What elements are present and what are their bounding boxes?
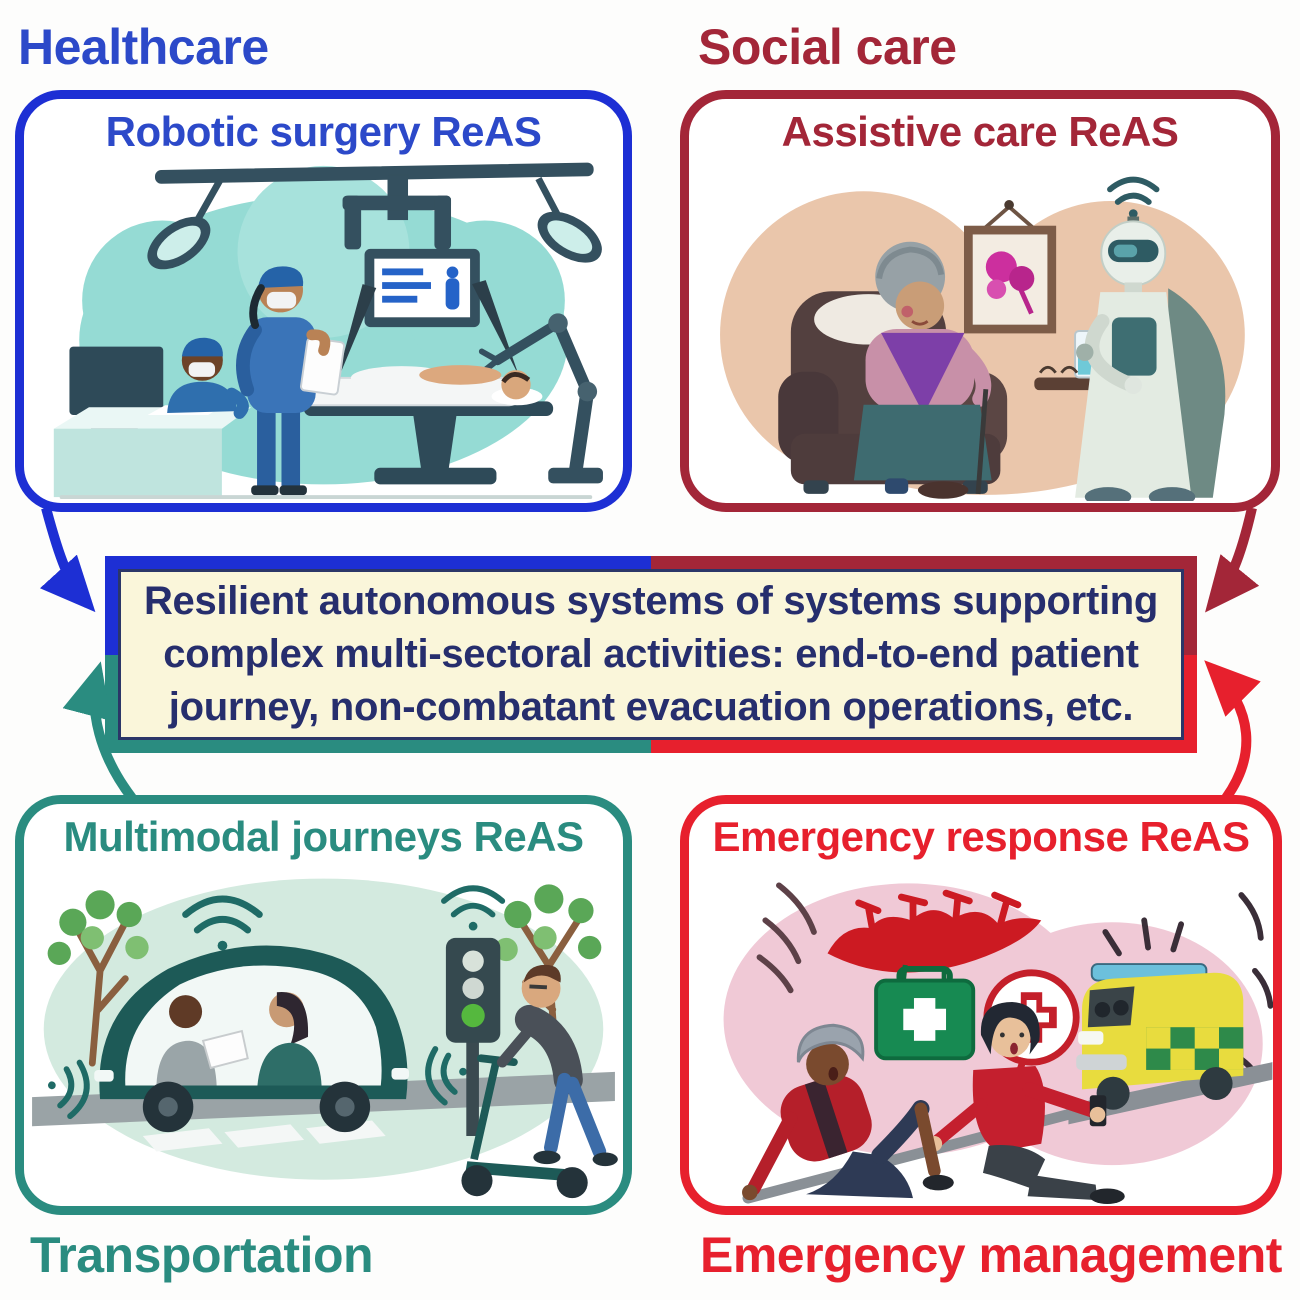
e-scooter-rider: [461, 964, 618, 1199]
scooter-stem: [470, 1059, 501, 1161]
battenburg-pattern: [1146, 1027, 1244, 1070]
crosswalk: [142, 1120, 386, 1152]
arrow-emergency-to-center: [1204, 660, 1261, 801]
multimodal-journeys-box: Multimodal journeys ReAS: [15, 795, 632, 1215]
center-border-top-left: [105, 556, 651, 569]
center-text-line-2: complex multi-sectoral activities: end-t…: [163, 631, 1139, 676]
helper-with-phone: [926, 1001, 1125, 1204]
drone-rotors: [855, 889, 1022, 932]
flash-lines: [1102, 892, 1273, 1083]
drone-body: [827, 910, 1042, 973]
control-console: [53, 346, 252, 498]
assistive-care-illustration: [720, 176, 1245, 501]
ambulance: [1068, 892, 1273, 1125]
center-border-right-bottom: [1184, 654, 1197, 753]
robotic-surgery-box: Robotic surgery ReAS: [15, 90, 632, 512]
bicycle-helmet: [796, 1023, 865, 1063]
wifi-icon: [47, 1059, 90, 1120]
healthcare-label: Healthcare: [18, 19, 269, 75]
bob-haircut: [980, 1001, 1040, 1055]
center-summary-text: Resilient autonomous systems of systems …: [118, 569, 1184, 740]
care-robot: [1075, 176, 1226, 501]
book: [201, 1029, 249, 1070]
wifi-icon: [1107, 176, 1160, 218]
cyclist-shorts: [806, 1151, 913, 1199]
medical-cross-icon: [903, 998, 947, 1041]
center-border-bottom-left: [105, 740, 651, 753]
motion-lines: [756, 882, 817, 994]
windshield: [1087, 986, 1135, 1028]
wifi-icon: [441, 885, 506, 931]
surgical-light-icon: [537, 211, 602, 263]
surgeon-with-clipboard: [236, 266, 346, 496]
center-border-left-bottom: [105, 654, 118, 753]
console-operator: [167, 337, 249, 419]
headlight: [1078, 1031, 1104, 1045]
kneeling-legs: [982, 1145, 1098, 1201]
emergency-response-illustration: [723, 882, 1273, 1204]
floor-line: [59, 495, 593, 500]
injured-cyclist: [742, 1023, 954, 1201]
rider-legs: [544, 1072, 607, 1159]
walking-cane: [975, 388, 989, 495]
center-text-line-3: journey, non-combatant evacuation operat…: [168, 685, 1134, 730]
green-light: [461, 1003, 485, 1028]
elderly-woman: [853, 241, 992, 499]
ceiling-rig: [147, 162, 602, 270]
center-summary-box: Resilient autonomous systems of systems …: [105, 556, 1197, 753]
tree: [47, 890, 149, 1067]
center-border-right-top: [1184, 556, 1197, 655]
social-care-label: Social care: [698, 19, 957, 75]
car-passengers: [156, 991, 322, 1086]
wifi-icon: [182, 895, 263, 951]
patient: [295, 365, 543, 407]
multimodal-journeys-illustration: [32, 878, 618, 1199]
assistive-care-box: Assistive care ReAS: [680, 90, 1280, 512]
center-border-top-right: [651, 556, 1197, 569]
center-border-bottom-right: [651, 740, 1197, 753]
robotic-surgery-title: Robotic surgery ReAS: [105, 108, 542, 155]
picture-frame: [963, 200, 1057, 334]
robotic-surgery-illustration: [53, 162, 603, 500]
autonomous-car: [94, 945, 409, 1133]
arrow-healthcare-to-center: [39, 506, 96, 613]
surgical-light-icon: [147, 216, 211, 270]
delivery-drone: [756, 882, 1042, 1061]
traffic-light: [441, 885, 506, 1136]
wall-monitor: [364, 248, 480, 328]
emergency-management-label: Emergency management: [700, 1227, 1282, 1283]
center-text-line-1: Resilient autonomous systems of systems …: [143, 578, 1159, 623]
emergency-response-box: Emergency response ReAS: [680, 795, 1282, 1215]
multimodal-journeys-title: Multimodal journeys ReAS: [63, 813, 584, 860]
center-border-left-top: [105, 556, 118, 655]
wifi-icon: [425, 1046, 467, 1106]
emergency-response-title: Emergency response ReAS: [712, 813, 1250, 860]
arrow-social-care-to-center: [1205, 506, 1260, 613]
transportation-label: Transportation: [30, 1227, 374, 1283]
assistive-care-title: Assistive care ReAS: [781, 108, 1179, 155]
